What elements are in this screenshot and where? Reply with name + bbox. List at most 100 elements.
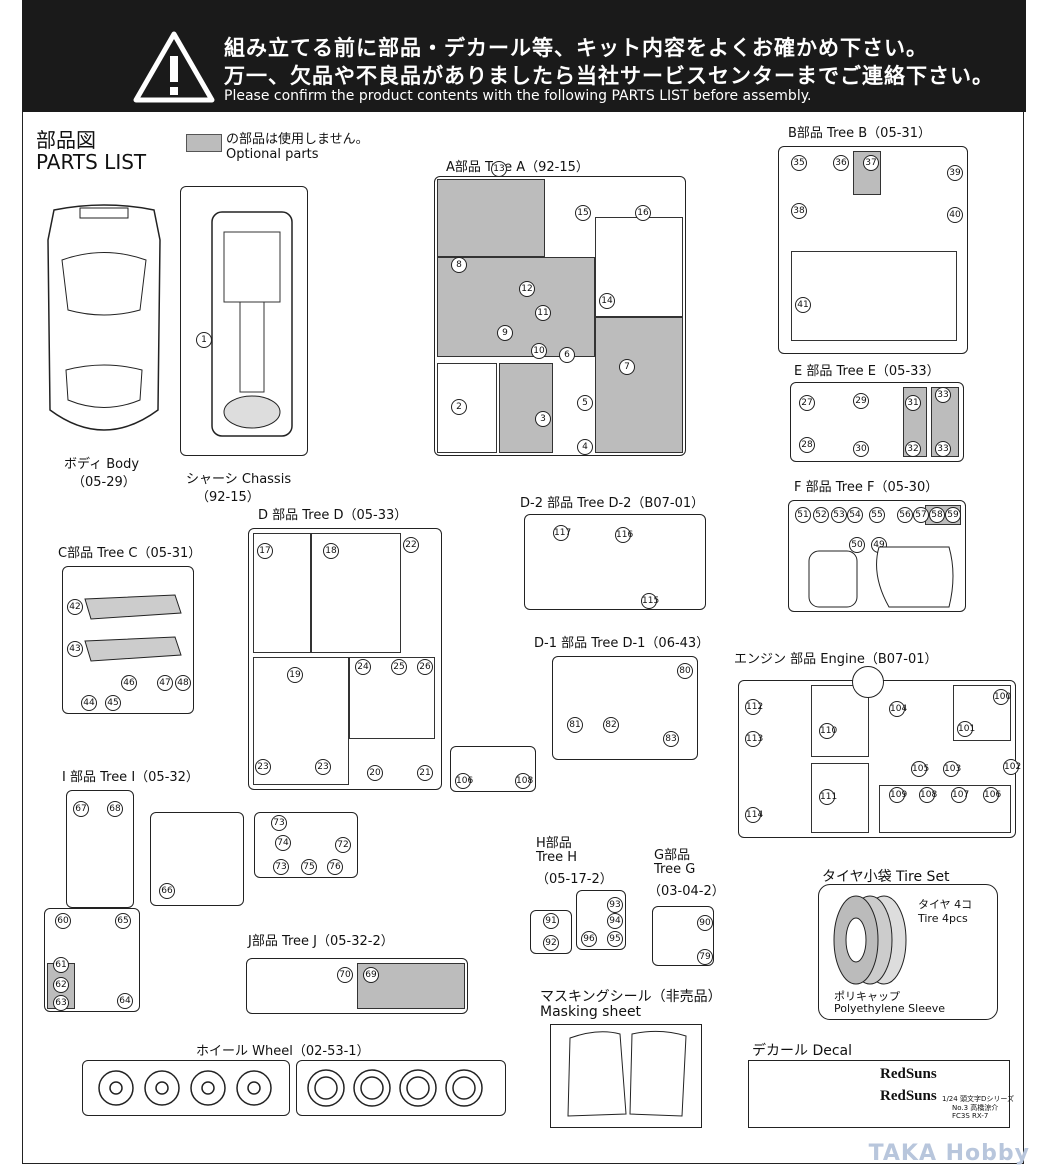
banner-line-1: 組み立てる前に部品・デカール等、キット内容をよくお確かめ下さい。 <box>224 36 928 60</box>
tire-set-label: タイヤ小袋 Tire Set <box>822 869 950 885</box>
masking-label-jp: マスキングシール（非売品） <box>540 989 722 1005</box>
warning-triangle-icon <box>133 31 215 103</box>
part-number: 59 <box>945 507 961 523</box>
tree-h-right: 93 94 96 95 <box>576 890 626 950</box>
part-number: 32 <box>905 441 921 457</box>
part-number: 107 <box>951 787 969 803</box>
part-number: 53 <box>831 507 847 523</box>
wheel-drawing <box>98 1069 483 1107</box>
tree-i-top: 67 68 <box>66 790 134 908</box>
part-number: 66 <box>159 883 175 899</box>
masking-label-en: Masking sheet <box>540 1004 642 1020</box>
part-number: 68 <box>107 801 123 817</box>
decal-sheet <box>748 1060 1010 1128</box>
tree-c: 42 43 44 45 46 47 48 <box>62 566 194 714</box>
chassis-code: （92-15） <box>196 490 260 505</box>
part-number: 105 <box>911 761 929 777</box>
part-number: 57 <box>913 507 929 523</box>
tree-i-hood: 66 <box>150 812 244 906</box>
tree-b-cell <box>791 251 957 341</box>
part-number: 47 <box>157 675 173 691</box>
part-number: 37 <box>863 155 879 171</box>
part-number: 14 <box>599 293 615 309</box>
part-number: 5 <box>577 395 593 411</box>
tree-d: 17 18 22 19 24 25 26 23 23 20 21 <box>248 528 442 790</box>
tree-j-label: J部品 Tree J（05-32-2） <box>248 934 394 949</box>
tree-j: 70 69 <box>246 958 468 1014</box>
polycap-en: Polyethylene Sleeve <box>834 1002 946 1015</box>
wheel-label: ホイール Wheel（02-53-1） <box>196 1044 370 1059</box>
part-number: 101 <box>957 721 975 737</box>
part-number: 50 <box>849 537 865 553</box>
part-number: 42 <box>67 599 83 615</box>
part-number: 6 <box>559 347 575 363</box>
legend-jp: の部品は使用しません。 <box>226 132 369 147</box>
part-number: 92 <box>543 935 559 951</box>
part-number: 102 <box>1003 759 1021 775</box>
part-number: 7 <box>619 359 635 375</box>
engine-cell <box>953 685 1011 741</box>
part-number: 28 <box>799 437 815 453</box>
part-number: 96 <box>581 931 597 947</box>
part-number: 11 <box>535 305 551 321</box>
part-number: 65 <box>115 913 131 929</box>
body-label: ボディ Body <box>64 457 140 472</box>
part-number: 26 <box>417 659 433 675</box>
page-title-en: PARTS LIST <box>36 150 147 174</box>
tree-h-label-2: Tree H <box>536 850 577 865</box>
part-number: 106 <box>455 773 473 789</box>
tire-stack-drawing <box>833 895 907 985</box>
part-number: 106 <box>983 787 1001 803</box>
part-number: 15 <box>575 205 591 221</box>
tree-engine: 112 113 110 104 105 100 101 103 102 111 … <box>738 680 1021 838</box>
part-number: 61 <box>53 957 69 973</box>
tree-b-label: B部品 Tree B（05-31） <box>788 126 931 141</box>
part-number: 56 <box>897 507 913 523</box>
part-number: 64 <box>117 993 133 1009</box>
part-number: 48 <box>175 675 191 691</box>
tree-d2: 117 116 115 <box>524 514 706 610</box>
part-number: 29 <box>853 393 869 409</box>
tree-g-label-3: （03-04-2） <box>648 884 725 899</box>
tree-f-label: F 部品 Tree F（05-30） <box>794 480 939 495</box>
part-number: 17 <box>257 543 273 559</box>
part-number: 81 <box>567 717 583 733</box>
decal-label: デカール Decal <box>752 1043 853 1059</box>
part-number: 103 <box>943 761 961 777</box>
part-number: 10 <box>531 343 547 359</box>
part-number: 4 <box>577 439 593 455</box>
page-frame <box>22 112 1024 1164</box>
part-number: 69 <box>363 967 379 983</box>
part-number: 24 <box>355 659 371 675</box>
tree-d-cell <box>253 657 349 785</box>
part-number: 60 <box>55 913 71 929</box>
watermark: TAKA Hobby <box>868 1141 1030 1166</box>
part-number: 108 <box>919 787 937 803</box>
page-title-jp: 部品図 <box>36 128 96 152</box>
tree-a-cell <box>499 363 553 453</box>
part-number: 39 <box>947 165 963 181</box>
tree-g-label-1: G部品 <box>654 848 691 863</box>
part-number: 76 <box>327 859 343 875</box>
decal-note-2: No.3 高橋涼介 <box>952 1104 999 1112</box>
part-number: 104 <box>889 701 907 717</box>
tree-a-cell <box>437 257 595 357</box>
part-number: 109 <box>889 787 907 803</box>
banner-line-3: Please confirm the product contents with… <box>224 88 812 104</box>
tree-b: 35 36 37 39 40 38 41 <box>778 146 968 354</box>
part-number: 79 <box>697 949 713 965</box>
part-number: 62 <box>53 977 69 993</box>
decal-note-1: 1/24 頭文字Dシリーズ <box>942 1095 1014 1103</box>
part-number: 115 <box>641 593 659 609</box>
part-number: 46 <box>121 675 137 691</box>
part-number: 55 <box>869 507 885 523</box>
body-code: （05-29） <box>72 475 136 490</box>
tree-d-extra: 106 108 <box>450 746 536 792</box>
part-number: 2 <box>451 399 467 415</box>
tree-a-cell <box>437 363 497 453</box>
tree-f: 51 52 53 54 55 56 57 58 59 50 49 <box>788 500 966 612</box>
part-number: 74 <box>275 835 291 851</box>
tree-a-label: A部品 Tree A（92-15） <box>446 160 589 175</box>
polycap-jp: ポリキャップ <box>834 990 900 1003</box>
part-number: 58 <box>929 507 945 523</box>
